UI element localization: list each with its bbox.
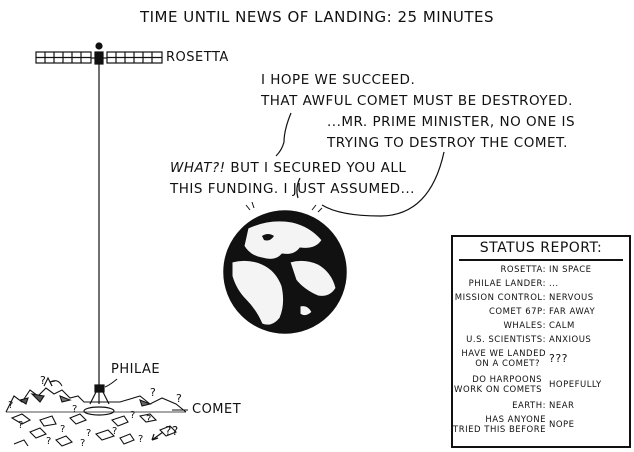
status-key: tried this before — [453, 425, 546, 435]
speech-tail-scientist — [321, 151, 445, 217]
status-key: Whales: — [503, 321, 546, 331]
status-key: Comet 67P: — [488, 307, 546, 317]
status-key: Have we landed — [461, 349, 546, 359]
status-key: Mission control: — [454, 293, 546, 303]
speech-tail-pm2 — [296, 177, 301, 199]
status-row: Has anyone tried this before Nope — [453, 415, 629, 435]
status-value: In space — [549, 265, 592, 275]
pm-speech-line: this funding. I just assumed... — [170, 181, 415, 197]
speech-tail-pm — [275, 112, 292, 157]
rosetta-label: Rosetta — [166, 50, 229, 65]
status-key: Do harpoons — [472, 375, 542, 385]
status-key: U.S. Scientists: — [466, 335, 546, 345]
status-row: Do harpoons work on comets Hopefully — [453, 375, 629, 395]
earth-globe — [223, 210, 347, 334]
voice-marks — [245, 201, 323, 213]
pm-speech-line: I hope we succeed. — [261, 72, 416, 88]
question-mark: ? — [72, 404, 78, 415]
question-mark: ? — [150, 386, 157, 399]
status-key: Rosetta: — [500, 265, 546, 275]
status-value: ... — [549, 279, 559, 289]
pm-speech-rest: But I secured you all — [225, 160, 407, 176]
scientist-speech: ...Mr. Prime Minister, no one is trying … — [327, 112, 575, 154]
question-mark: ? — [80, 438, 86, 449]
pm-speech-1: I hope we succeed. That awful comet must… — [261, 70, 573, 112]
question-mark: ? — [146, 414, 152, 425]
question-mark: ? — [40, 374, 47, 387]
scientist-speech-line: trying to destroy the comet. — [327, 135, 568, 151]
double-question-mark: ?? — [165, 424, 179, 438]
status-value: Far away — [549, 307, 596, 317]
question-mark: ? — [112, 426, 118, 437]
status-value: Calm — [549, 321, 575, 331]
question-mark: ? — [86, 428, 92, 439]
question-mark: ? — [130, 410, 136, 421]
status-key: Philae lander: — [468, 279, 546, 289]
rosetta-spacecraft — [35, 42, 163, 65]
question-mark: ? — [176, 392, 183, 405]
question-mark: ? — [60, 424, 66, 435]
arrow-icon — [151, 431, 164, 441]
status-key: on a comet? — [475, 359, 540, 369]
philae-lander — [83, 384, 115, 416]
pm-speech-line: What?! But I secured you all — [170, 158, 415, 179]
status-key: Earth: — [512, 401, 546, 411]
status-divider — [459, 259, 623, 261]
status-value: Hopefully — [549, 380, 602, 390]
status-value: Anxious — [549, 335, 592, 345]
status-report-title: Status Report: — [479, 240, 603, 256]
question-mark: ? — [46, 436, 52, 447]
philae-pointer — [104, 378, 118, 388]
scientist-speech-line: ...Mr. Prime Minister, no one is — [327, 114, 576, 130]
status-key: Has anyone — [485, 415, 546, 425]
status-row: Have we landed on a comet? ??? — [453, 349, 629, 369]
comet-label: Comet — [192, 402, 242, 417]
philae-label: Philae — [111, 362, 161, 377]
question-mark: ? — [18, 420, 24, 431]
curved-arrow-icon — [49, 380, 63, 387]
comet-surface — [5, 376, 187, 447]
question-mark: ? — [138, 434, 144, 445]
pm-speech-line: That awful comet must be destroyed. — [261, 93, 573, 109]
status-key: work on comets — [454, 385, 542, 395]
status-value: Nervous — [549, 293, 594, 303]
page-title: Time until news of landing: 25 minutes — [139, 8, 495, 26]
status-value: Nope — [549, 420, 575, 430]
status-value: Near — [549, 401, 575, 411]
status-value: ??? — [549, 352, 569, 365]
emphasis-text: What?! — [170, 160, 226, 176]
pm-speech-2: What?! But I secured you all this fundin… — [170, 158, 415, 200]
status-report-panel: Status Report: Rosetta: In space Philae … — [451, 235, 631, 448]
question-mark: ? — [8, 400, 14, 411]
